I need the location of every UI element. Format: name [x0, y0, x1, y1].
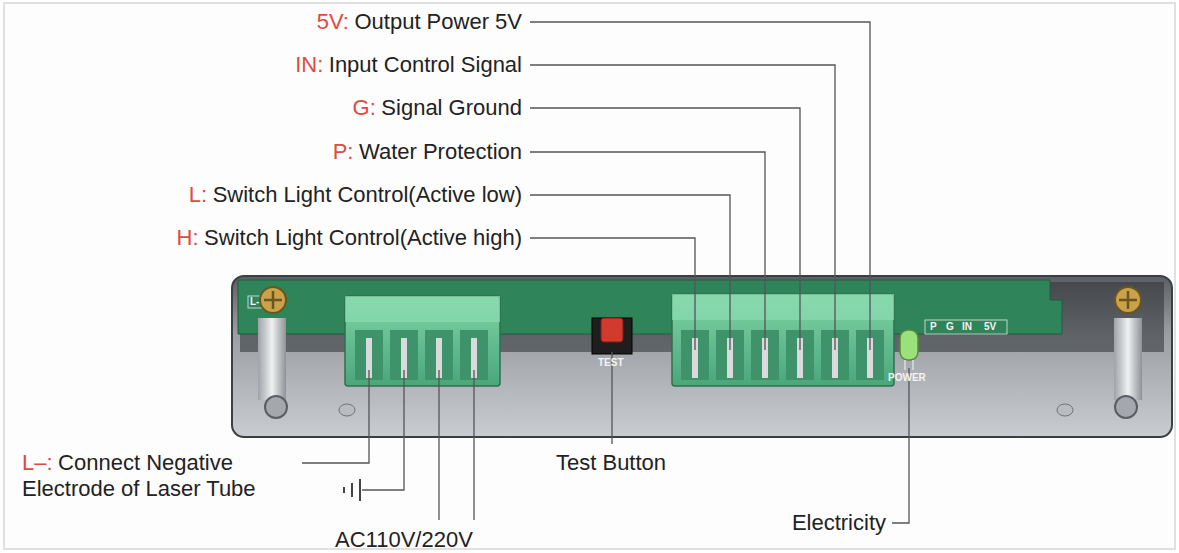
label-text: TEST: [598, 357, 624, 368]
ground-symbol: [344, 479, 360, 501]
label-text: POWER: [888, 372, 926, 383]
leader-line: [530, 108, 800, 350]
leader-line: [530, 238, 695, 350]
callout-label: Electricity: [792, 510, 886, 536]
callout-label: P: [930, 321, 937, 333]
leader-line: [530, 65, 835, 350]
mount-hole: [265, 396, 287, 418]
standoff: [1114, 318, 1142, 400]
frame: [4, 3, 1175, 549]
label-text: G: [946, 321, 954, 332]
leader-line: [530, 152, 765, 350]
terminal-block: [672, 294, 894, 386]
leader-line: [892, 368, 909, 523]
leader-line: [362, 370, 404, 490]
label-text: Input Control Signal: [329, 52, 522, 77]
callout-label: L-: [250, 296, 259, 308]
leader-line: [530, 22, 870, 350]
callout-label: TEST: [598, 357, 624, 369]
pin-name: IN:: [295, 52, 323, 77]
callout-label: G:Signal Ground: [353, 95, 522, 121]
screw-slot: [1119, 291, 1137, 309]
callout-label: G: [946, 321, 954, 333]
screw-slot: [264, 291, 282, 309]
mount-hole: [1115, 396, 1137, 418]
vent-hole: [1057, 404, 1073, 416]
callout-label: L–:Connect Negative Electrode of Laser T…: [22, 450, 294, 502]
callout-label: Test Button: [556, 450, 666, 476]
label-text: Connect Negative Electrode of Laser Tube: [22, 450, 256, 501]
label-text: Switch Light Control(Active low): [213, 182, 522, 207]
leader-line: [438, 370, 439, 520]
pin-name: L:: [189, 182, 207, 207]
label-text: Test Button: [556, 450, 666, 475]
housing: [232, 276, 1172, 437]
leader-line: [473, 370, 474, 520]
pin-name: P:: [333, 139, 354, 164]
label-text: Switch Light Control(Active high): [204, 225, 522, 250]
pin-name: 5V:: [317, 9, 349, 34]
label-text: 5V: [984, 321, 996, 332]
led: [900, 330, 918, 360]
leader-lines: [302, 22, 909, 523]
standoff: [258, 318, 286, 400]
pin-name: G:: [353, 95, 376, 120]
label-text: AC110V/220V: [335, 527, 473, 552]
label-text: Water Protection: [359, 139, 522, 164]
label-text: Output Power 5V: [354, 9, 522, 34]
leader-line: [302, 370, 369, 463]
terminal-block: [345, 296, 500, 386]
label-text: L-: [250, 296, 259, 307]
leader-line: [530, 195, 730, 350]
screw: [260, 287, 286, 313]
callout-label: POWER: [888, 372, 926, 384]
callout-label: IN:Input Control Signal: [295, 52, 522, 78]
label-text: IN: [962, 321, 972, 332]
callout-label: AC110V/220V: [335, 527, 473, 553]
button-cap: [601, 318, 623, 342]
label-text: P: [930, 321, 937, 332]
callout-label: P:Water Protection: [333, 139, 522, 165]
callout-label: IN: [962, 321, 972, 333]
pin-name: H:: [177, 225, 199, 250]
callout-label: 5V: [984, 321, 996, 333]
callout-label: 5V:Output Power 5V: [317, 9, 522, 35]
label-text: Electricity: [792, 510, 886, 535]
callout-label: L:Switch Light Control(Active low): [189, 182, 522, 208]
screw: [1115, 287, 1141, 313]
pin-name: L–:: [22, 450, 53, 475]
vent-hole: [339, 404, 355, 416]
silk-box: [925, 320, 1007, 334]
callout-label: H:Switch Light Control(Active high): [177, 225, 522, 251]
button-base: [592, 318, 632, 354]
label-text: Signal Ground: [381, 95, 522, 120]
